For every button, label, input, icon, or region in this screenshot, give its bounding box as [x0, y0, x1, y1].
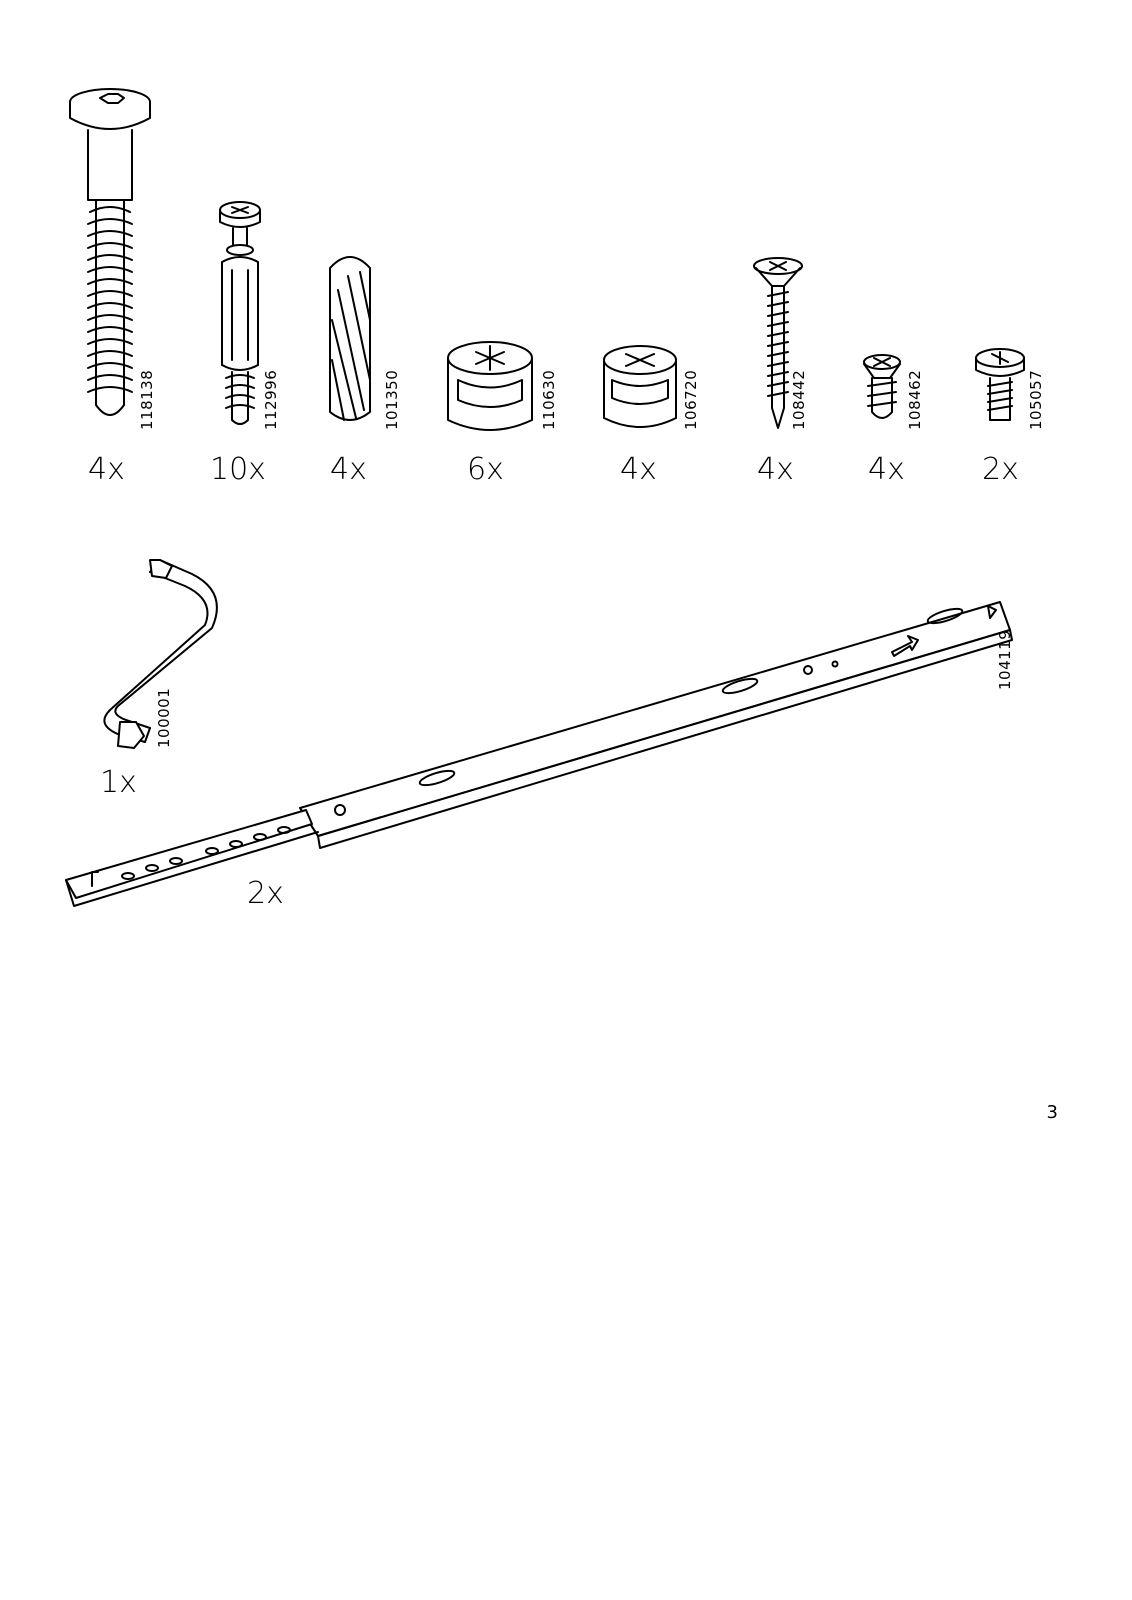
quantity-101350: 4x — [330, 452, 367, 487]
part-number-118138: 118138 — [138, 369, 156, 430]
quantity-108442: 4x — [757, 452, 794, 487]
part-number-101350: 101350 — [383, 369, 401, 430]
quantity-104119: 2x — [247, 876, 284, 911]
drawer-rail-icon — [65, 601, 1013, 907]
machine-screw-icon — [975, 348, 1025, 421]
short-screw-icon — [863, 354, 901, 419]
wood-screw-icon — [753, 257, 803, 429]
cam-lock-small-icon — [603, 345, 677, 428]
part-number-100001: 100001 — [155, 687, 173, 748]
quantity-110630: 6x — [467, 452, 504, 487]
quantity-112996: 10x — [210, 452, 266, 487]
quantity-105057: 2x — [982, 452, 1019, 487]
wood-dowel-icon — [329, 256, 371, 421]
connector-bolt-icon — [69, 88, 151, 416]
cam-dowel-icon — [219, 201, 261, 425]
quantity-100001: 1x — [100, 765, 137, 800]
part-number-105057: 105057 — [1027, 369, 1045, 430]
part-number-110630: 110630 — [540, 369, 558, 430]
page-number: 3 — [1046, 1102, 1058, 1123]
quantity-106720: 4x — [620, 452, 657, 487]
part-number-104119: 104119 — [996, 629, 1014, 690]
part-number-108442: 108442 — [790, 369, 808, 430]
quantity-108462: 4x — [868, 452, 905, 487]
part-number-106720: 106720 — [682, 369, 700, 430]
allen-key-icon — [103, 559, 218, 749]
cam-lock-icon — [447, 341, 533, 431]
part-number-108462: 108462 — [906, 369, 924, 430]
quantity-118138: 4x — [88, 452, 125, 487]
part-number-112996: 112996 — [262, 369, 280, 430]
